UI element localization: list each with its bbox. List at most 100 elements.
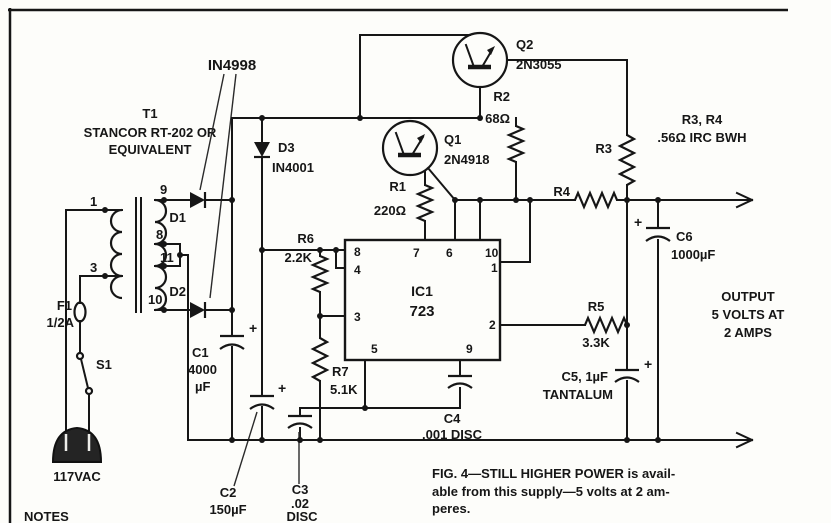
c1-unit-label: µF <box>195 379 210 394</box>
ic-pin7-label: 7 <box>413 246 420 260</box>
rectifier-section: IN4998 D1 D2 + C1 4000 µF + D3 IN4001 C2 <box>154 57 481 523</box>
junction-dots <box>102 115 661 443</box>
r5-value-label: 3.3K <box>582 335 610 350</box>
ic-pin1-label: 1 <box>491 261 498 275</box>
c1-value-label: 4000 <box>188 362 217 377</box>
c2-name-label: C2 <box>220 485 237 500</box>
t1-pin3-label: 3 <box>90 260 97 275</box>
figure-caption: FIG. 4—STILL HIGHER POWER is avail- able… <box>24 466 675 523</box>
resistor-r3 <box>617 134 637 186</box>
ic1-part-label: 723 <box>409 303 434 320</box>
secondary-winding <box>154 198 168 312</box>
ic1-body <box>343 238 502 362</box>
ic-pin3-label: 3 <box>354 310 361 324</box>
diode-d2 <box>190 302 205 318</box>
ic-pin6-label: 6 <box>446 246 453 260</box>
r2-value-label: 68Ω <box>485 111 510 126</box>
t1-pin10-label: 10 <box>148 292 162 307</box>
q2-part-label: 2N3055 <box>516 57 562 72</box>
c2-polarity: + <box>278 380 286 396</box>
output-arrow-negative <box>735 431 754 442</box>
d3-part-label: IN4001 <box>272 160 314 175</box>
c5-label: C5, 1µF <box>561 369 608 384</box>
t1-desc-label2: EQUIVALENT <box>109 142 192 157</box>
resistor-r6 <box>310 254 330 294</box>
transistor-q1 <box>381 119 439 177</box>
q1-emitter-arrow <box>417 134 425 143</box>
q1-part-label: 2N4918 <box>444 152 490 167</box>
leader-line <box>199 73 225 191</box>
pass-transistor-section: Q2 2N3055 Q1 2N4918 R1 220Ω R2 68Ω R3 R3… <box>359 31 747 241</box>
d2-label: D2 <box>169 284 186 299</box>
r6-name-label: R6 <box>297 231 314 246</box>
leader-line <box>209 73 237 299</box>
caption-line-3: peres. <box>432 501 470 516</box>
fuse-value-label: 1/2A <box>47 315 75 330</box>
leader-line <box>233 411 258 487</box>
c1-polarity: + <box>249 320 257 336</box>
primary-winding <box>109 208 123 300</box>
ac-source-label: 117VAC <box>53 469 101 484</box>
ic-pin8-label: 8 <box>354 245 361 259</box>
ic-pin2-label: 2 <box>489 318 496 332</box>
r7-value-label: 5.1K <box>330 382 358 397</box>
resistor-r1 <box>415 183 435 223</box>
ac-plug-icon <box>51 426 103 463</box>
q2-emitter-arrow <box>487 46 495 55</box>
ic1-name-label: IC1 <box>411 283 433 299</box>
q1-name-label: Q1 <box>444 132 461 147</box>
t1-pin9-label: 9 <box>160 182 167 197</box>
t1-pin11-label: 11 <box>160 250 174 265</box>
c5-type-label: TANTALUM <box>543 387 613 402</box>
c6-name-label: C6 <box>676 229 693 244</box>
ic-pin4-label: 4 <box>354 263 361 277</box>
c3-name-label: C3 <box>292 482 309 497</box>
output-label-2: 5 VOLTS AT <box>712 307 785 322</box>
d1-label: D1 <box>169 210 186 225</box>
ic1-section: IC1 723 8 4 3 5 7 6 10 1 2 9 R6 2.2K R7 … <box>261 199 531 442</box>
t1-desc-label: STANCOR RT-202 OR <box>84 125 217 140</box>
r3-name-label: R3 <box>595 141 612 156</box>
c4-value-label: .001 DISC <box>422 427 483 442</box>
ic-pin5-label: 5 <box>371 342 378 356</box>
c6-polarity: + <box>634 214 642 230</box>
caption-line-1: FIG. 4—STILL HIGHER POWER is avail- <box>432 466 675 481</box>
c3-value-label: .02 <box>291 496 309 511</box>
r1-value-label: 220Ω <box>374 203 406 218</box>
diode-type-label: IN4998 <box>208 57 256 74</box>
resistor-r2 <box>506 124 526 164</box>
ic-pin10-label: 10 <box>485 246 499 260</box>
c5-polarity: + <box>644 356 652 372</box>
r4-name-label: R4 <box>553 184 570 199</box>
c1-name-label: C1 <box>192 345 209 360</box>
r1-name-label: R1 <box>389 179 406 194</box>
c4-name-label: C4 <box>444 411 461 426</box>
q2-name-label: Q2 <box>516 37 533 52</box>
d3-name-label: D3 <box>278 140 295 155</box>
fuse-name-label: F1 <box>57 298 72 313</box>
t1-pin1-label: 1 <box>90 194 97 209</box>
output-label-1: OUTPUT <box>721 289 775 304</box>
fuse-symbol <box>73 301 87 323</box>
resistor-r4 <box>573 190 619 210</box>
caption-line-2: able from this supply—5 volts at 2 am- <box>432 484 670 499</box>
switch-label: S1 <box>96 357 112 372</box>
r34-note-value: .56Ω IRC BWH <box>657 130 746 145</box>
c3-unit-label: DISC <box>286 509 318 523</box>
r2-name-label: R2 <box>493 89 510 104</box>
ac-input-section: 117VAC F1 1/2A S1 <box>47 209 112 484</box>
switch-contact <box>75 351 85 361</box>
diode-d3 <box>254 142 270 157</box>
r5-name-label: R5 <box>588 299 605 314</box>
transformer-t1: 1 3 9 8 11 10 T1 STANCOR RT-202 OR EQUIV… <box>84 106 217 441</box>
diode-d1 <box>190 192 205 208</box>
ic-pin9-label: 9 <box>466 342 473 356</box>
output-section: R4 R5 3.3K + C5, 1µF TANTALUM + C6 1000µ… <box>187 184 785 449</box>
output-arrow-positive <box>735 191 754 202</box>
r7-name-label: R7 <box>332 364 349 379</box>
r6-value-label: 2.2K <box>285 250 313 265</box>
t1-pin8-label: 8 <box>156 227 163 242</box>
t1-name-label: T1 <box>142 106 157 121</box>
notes-heading: NOTES <box>24 509 69 523</box>
